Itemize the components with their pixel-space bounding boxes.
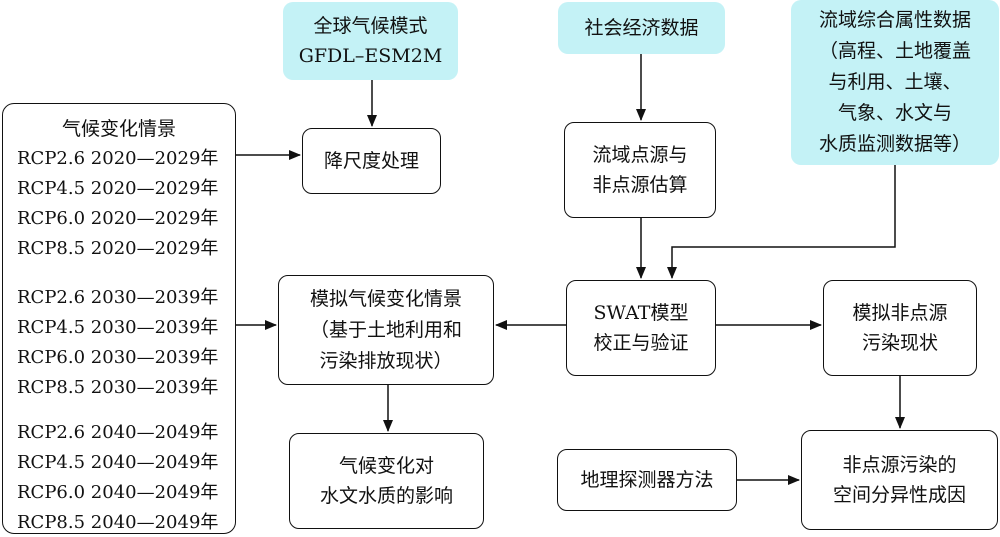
- node-swat-line-2: 校正与验证: [593, 332, 689, 354]
- scenario-row: RCP4.5 2030—2039年: [17, 317, 219, 338]
- node-downscale: 降尺度处理: [302, 128, 441, 194]
- node-socio-line-1: 社会经济数据: [584, 17, 699, 39]
- scenario-row: RCP2.6 2030—2039年: [17, 287, 219, 308]
- node-cause-line-2: 空间分异性成因: [832, 484, 966, 506]
- node-simnps-line-1: 模拟非点源: [852, 302, 948, 324]
- node-cause: 非点源污染的 空间分异性成因: [801, 430, 998, 530]
- node-simclimate-line-3: 污染排放现状）: [319, 349, 453, 372]
- scenario-row: RCP8.5 2040—2049年: [17, 512, 219, 533]
- node-simnps: 模拟非点源 污染现状: [823, 280, 977, 376]
- node-swat: SWAT模型 校正与验证: [566, 280, 716, 376]
- node-gcm-line-2: GFDL–ESM2M: [298, 45, 443, 67]
- scenario-row: RCP6.0 2040—2049年: [17, 482, 219, 503]
- scenario-row: RCP2.6 2020—2029年: [17, 148, 219, 169]
- node-pointsrc-line-1: 流域点源与: [592, 144, 688, 166]
- node-pointsrc-line-2: 非点源估算: [592, 174, 688, 196]
- scenario-row: RCP6.0 2020—2029年: [17, 208, 219, 229]
- scenario-row: RCP8.5 2020—2029年: [17, 238, 219, 259]
- node-attr: 流域综合属性数据 （高程、土地覆盖 与利用、土壤、 气象、水文与 水质监测数据等…: [791, 0, 999, 165]
- node-simclimate: 模拟气候变化情景 （基于土地利用和 污染排放现状）: [278, 275, 494, 385]
- scenarios-title: 气候变化情景: [61, 118, 176, 140]
- node-attr-line-4: 气象、水文与: [837, 102, 952, 124]
- node-attr-line-2: （高程、土地覆盖: [818, 40, 971, 62]
- node-impact: 气候变化对 水文水质的影响: [289, 433, 484, 529]
- node-geodetector-line-1: 地理探测器方法: [580, 469, 714, 491]
- node-simnps-line-2: 污染现状: [861, 332, 938, 354]
- scenario-row: RCP6.0 2030—2039年: [17, 347, 219, 368]
- node-simclimate-line-2: （基于土地利用和: [309, 318, 462, 341]
- node-attr-line-3: 与利用、土壤、: [828, 71, 962, 93]
- node-scenarios: 气候变化情景 RCP2.6 2020—2029年 RCP4.5 2020—202…: [2, 103, 236, 534]
- node-impact-line-1: 气候变化对: [338, 455, 434, 477]
- scenario-row: RCP8.5 2030—2039年: [17, 377, 219, 398]
- node-cause-line-1: 非点源污染的: [842, 454, 957, 476]
- node-gcm-line-1: 全球气候模式: [313, 15, 428, 37]
- scenario-row: RCP4.5 2040—2049年: [17, 452, 219, 473]
- node-socio: 社会经济数据: [558, 2, 725, 54]
- node-simclimate-line-1: 模拟气候变化情景: [309, 287, 462, 310]
- scenario-row: RCP4.5 2020—2029年: [17, 178, 219, 199]
- node-geodetector: 地理探测器方法: [557, 449, 737, 511]
- node-downscale-line-1: 降尺度处理: [323, 150, 419, 172]
- node-impact-line-2: 水文水质的影响: [319, 485, 453, 507]
- node-pointsrc: 流域点源与 非点源估算: [564, 122, 716, 218]
- node-gcm: 全球气候模式 GFDL–ESM2M: [283, 2, 458, 80]
- node-attr-line-5: 水质监测数据等）: [818, 133, 971, 155]
- node-swat-line-1: SWAT模型: [593, 302, 689, 324]
- node-attr-line-1: 流域综合属性数据: [818, 9, 971, 31]
- scenario-row: RCP2.6 2040—2049年: [17, 422, 219, 443]
